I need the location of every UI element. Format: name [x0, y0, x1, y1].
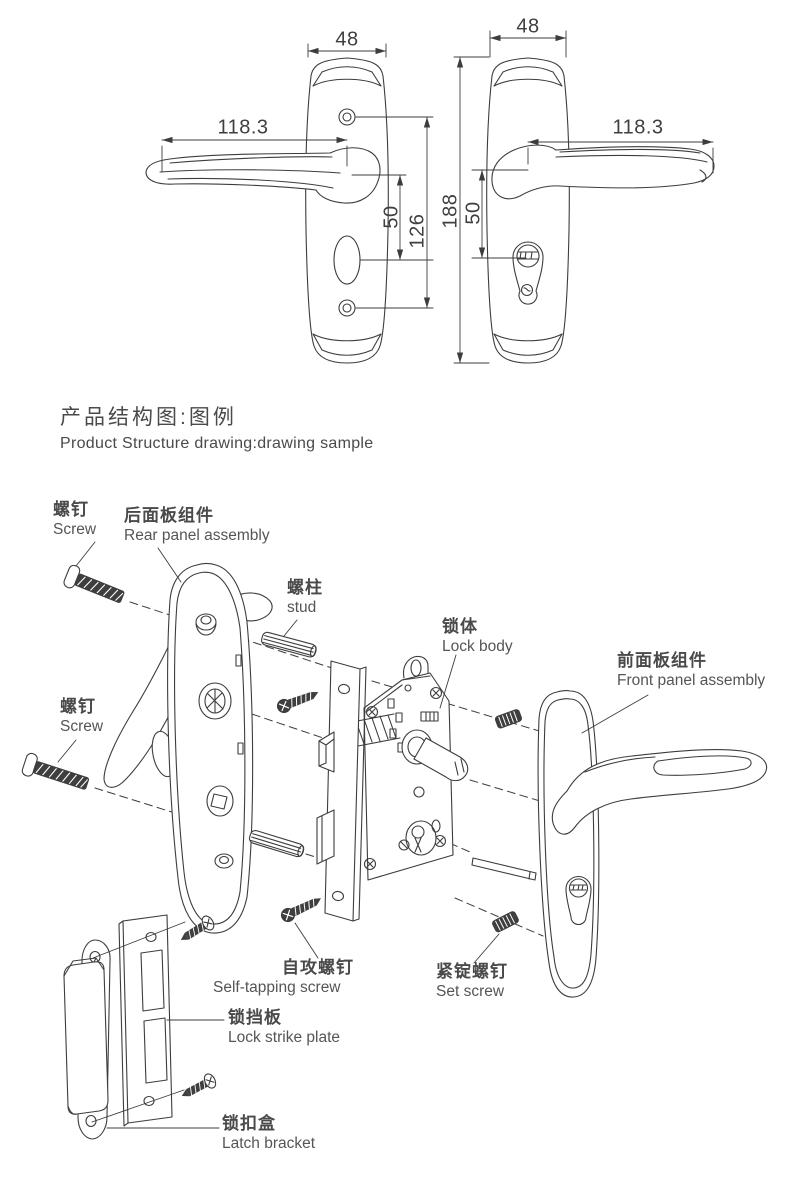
stud-2-drawing	[248, 829, 305, 858]
label-rear-panel-assembly: 后面板组件 Rear panel assembly	[124, 506, 270, 545]
strike-screw-1-drawing	[180, 914, 216, 940]
title-en: Product Structure drawing:drawing sample	[60, 435, 374, 452]
label-front-panel-assembly: 前面板组件 Front panel assembly	[617, 651, 766, 690]
stud-1-drawing	[260, 631, 317, 658]
dim-left-plate-width: 48	[335, 28, 359, 51]
front-panel-drawing	[538, 691, 766, 997]
set-screw-1-drawing	[495, 709, 523, 729]
dim-right-plate-width: 48	[516, 15, 540, 38]
label-latch-bracket: 锁扣盒 Latch bracket	[222, 1114, 316, 1153]
title-block: 产品结构图:图例 Product Structure drawing:drawi…	[60, 401, 373, 453]
strike-screw-2-drawing	[181, 1072, 218, 1097]
label-lock-body: 锁体 Lock body	[442, 617, 513, 656]
label-screw-mid: 螺钉 Screw	[60, 697, 104, 736]
right-plate-dimensions	[454, 31, 713, 363]
dim-right-188: 188	[439, 193, 462, 229]
latch-bracket-drawing	[64, 940, 110, 1139]
dim-right-50: 50	[462, 201, 485, 225]
title-cn: 产品结构图:图例	[60, 406, 237, 429]
dim-left-126: 126	[406, 213, 429, 249]
right-plate-drawing	[487, 58, 714, 363]
front-lever-handle	[552, 750, 766, 835]
screw-2-drawing	[21, 752, 91, 794]
left-plate-drawing	[146, 58, 388, 363]
self-tapping-screw-2-drawing	[279, 898, 321, 923]
strike-plate-drawing	[119, 915, 172, 1126]
label-screw-top: 螺钉 Screw	[53, 500, 97, 539]
spindle-bar-drawing	[472, 858, 536, 880]
screw-1-drawing	[62, 564, 126, 608]
front-panel-keyhole-cylinder	[566, 876, 591, 924]
rear-panel-drawing	[104, 564, 272, 934]
left-plate-dimensions	[162, 44, 433, 308]
left-lever-handle	[146, 148, 380, 203]
right-plate-keyhole-cylinder	[513, 242, 543, 304]
strike-alignment-lines	[92, 922, 185, 1122]
label-stud: 螺柱 stud	[287, 578, 323, 617]
label-lock-strike-plate: 锁挡板 Lock strike plate	[228, 1008, 340, 1047]
set-screw-2-drawing	[492, 911, 520, 933]
right-lever-handle	[492, 145, 714, 199]
label-set-screw: 紧锭螺钉 Set screw	[436, 962, 508, 1001]
dim-left-handle-length: 118.3	[217, 116, 269, 139]
label-leader-lines	[58, 542, 648, 1128]
dim-left-50: 50	[380, 205, 403, 229]
label-self-tapping-screw: 自攻螺钉 Self-tapping screw	[213, 958, 354, 997]
case-screws	[365, 688, 446, 870]
self-tapping-screw-1-drawing	[276, 686, 319, 714]
dim-right-handle-length: 118.3	[612, 116, 664, 139]
lock-body-drawing	[317, 656, 468, 921]
